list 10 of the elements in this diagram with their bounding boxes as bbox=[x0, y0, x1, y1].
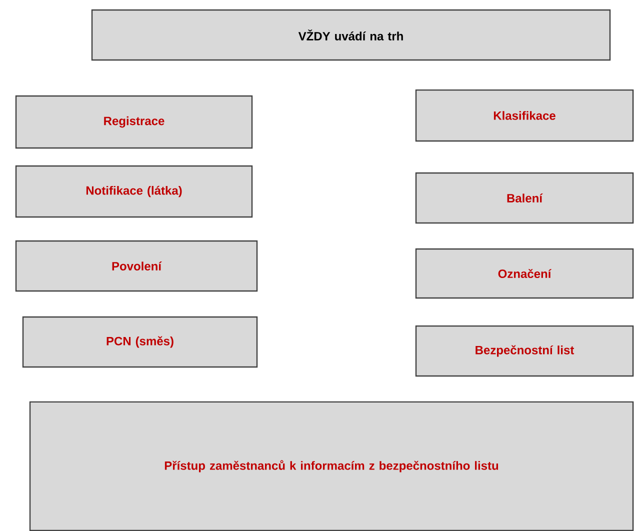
text-box: Notifikace (látka) bbox=[15, 165, 253, 218]
text-box: Klasifikace bbox=[415, 89, 634, 142]
text-box: VŽDY uvádí na trh bbox=[91, 9, 611, 61]
text-box: Registrace bbox=[15, 95, 253, 149]
text-box: Balení bbox=[415, 172, 634, 224]
text-box: Označení bbox=[415, 248, 634, 299]
text-box: Bezpečnostní list bbox=[415, 325, 634, 377]
text-box: Povolení bbox=[15, 240, 258, 292]
text-box: Přístup zaměstnanců k informacím z bezpečnostního listu bbox=[29, 401, 634, 531]
text-box: PCN (směs) bbox=[22, 316, 258, 368]
